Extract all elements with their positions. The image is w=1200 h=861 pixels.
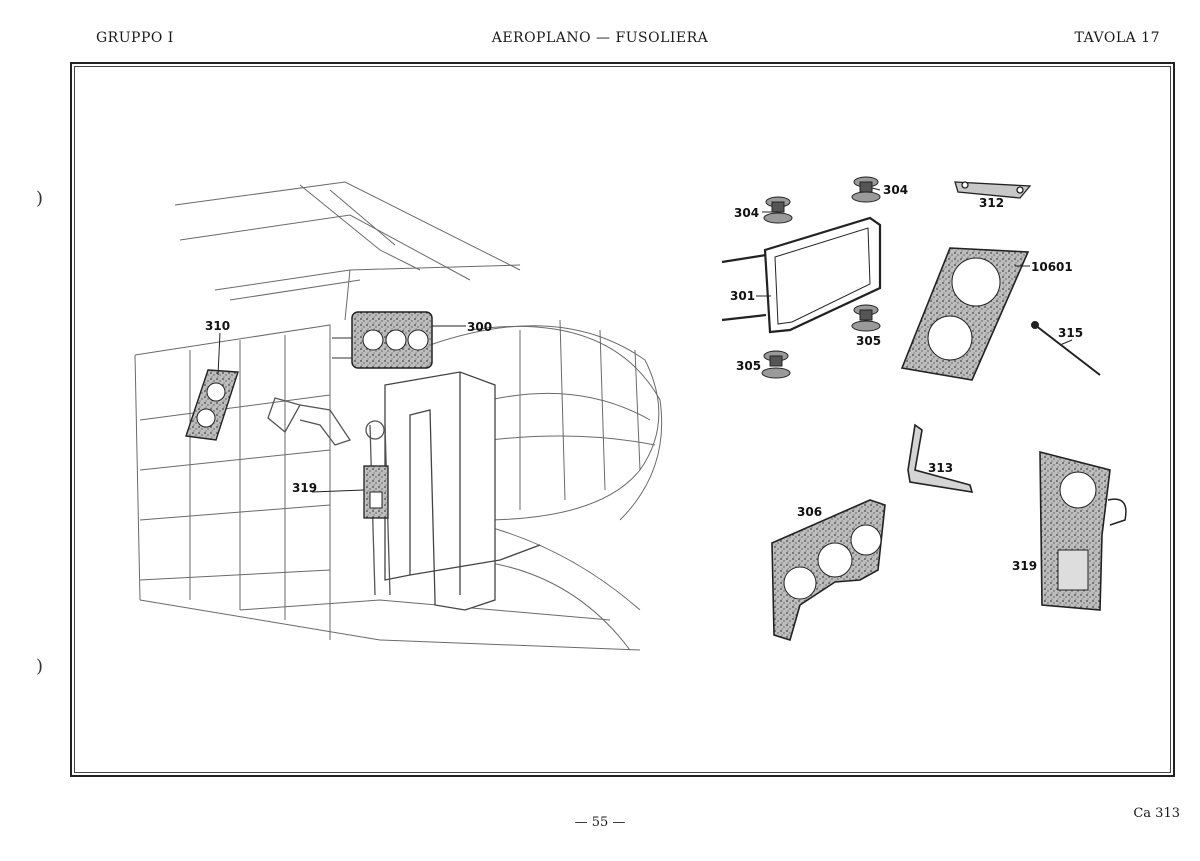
- bracket-313: [907, 423, 974, 493]
- shock-mount-305-b: [851, 304, 881, 332]
- panel-10601: [900, 247, 1030, 381]
- fuselage-interior-sketch: [134, 181, 663, 651]
- shock-mount-304-b: [851, 176, 881, 203]
- callout-304-b: 304: [883, 183, 908, 197]
- callout-301: 301: [730, 289, 755, 303]
- callout-10601: 10601: [1031, 260, 1073, 274]
- callout-300: 300: [467, 320, 492, 334]
- header-plate: TAVOLA 17: [1074, 30, 1160, 46]
- binding-hole-mark-top: ): [36, 188, 44, 209]
- footer-model: Ca 313: [1133, 806, 1180, 821]
- callout-304-a: 304: [734, 206, 759, 220]
- tubular-frame-301: [721, 216, 882, 334]
- header-title: AEROPLANO — FUSOLIERA: [491, 30, 709, 46]
- callout-305-a: 305: [736, 359, 761, 373]
- drawing-frame-outer: [70, 62, 1175, 777]
- callout-306: 306: [797, 505, 822, 519]
- rod-315: [1031, 321, 1101, 376]
- shock-mount-304-a: [763, 196, 793, 224]
- callout-315: 315: [1058, 326, 1083, 340]
- drawing-frame-inner: [74, 66, 1171, 773]
- panel-300-installed: [332, 311, 433, 369]
- header-group: GRUPPO I: [96, 30, 174, 46]
- callout-310: 310: [205, 319, 230, 333]
- leader-lines: [217, 187, 1073, 493]
- callout-313: 313: [928, 461, 953, 475]
- footer-page-number: — 55 —: [574, 815, 626, 830]
- callout-312: 312: [979, 196, 1004, 210]
- shock-mount-305-a: [761, 350, 791, 379]
- callout-319-right: 319: [1012, 559, 1037, 573]
- callout-305-b: 305: [856, 334, 881, 348]
- panel-310-installed: [185, 369, 239, 441]
- panel-319-installed: [363, 465, 389, 519]
- panel-306: [771, 499, 886, 642]
- panel-319-exploded: [1039, 450, 1127, 611]
- bracket-312: [954, 181, 1032, 199]
- callout-319-left: 319: [292, 481, 317, 495]
- instrument-console: [384, 371, 541, 611]
- binding-hole-mark-bottom: ): [36, 656, 44, 677]
